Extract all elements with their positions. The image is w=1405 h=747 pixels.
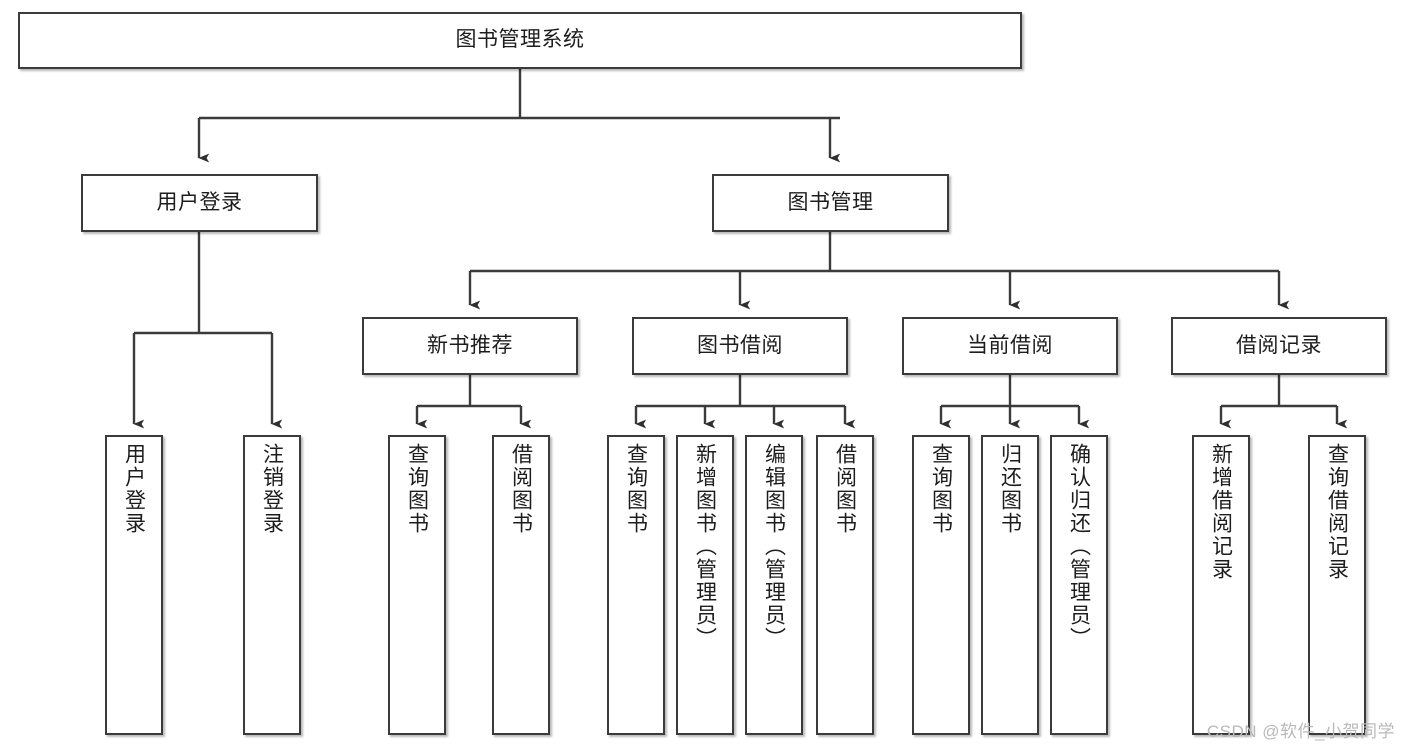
node-leaf-user-login[interactable]: 用户登录: [105, 435, 163, 735]
node-leaf-query-book-1[interactable]: 查询图书: [388, 435, 446, 735]
node-leaf-return-book[interactable]: 归还图书: [981, 435, 1039, 735]
node-label: 注销登录: [260, 443, 284, 535]
node-label: 借阅记录: [1236, 333, 1322, 357]
node-new-book-recommend[interactable]: 新书推荐: [362, 317, 578, 375]
node-leaf-query-book-2[interactable]: 查询图书: [607, 435, 665, 735]
node-leaf-add-book-admin[interactable]: 新增图书（管理员）: [676, 435, 734, 735]
node-leaf-borrow-book-2[interactable]: 借阅图书: [816, 435, 874, 735]
node-current-borrow[interactable]: 当前借阅: [902, 317, 1118, 375]
node-label: 当前借阅: [967, 333, 1053, 357]
node-label: 借阅图书: [509, 443, 533, 535]
node-label: 图书管理系统: [455, 28, 585, 52]
node-leaf-query-book-3[interactable]: 查询图书: [912, 435, 970, 735]
node-user-login[interactable]: 用户登录: [81, 174, 318, 232]
node-label: 查询图书: [624, 443, 648, 535]
node-label: 查询借阅记录: [1325, 443, 1349, 581]
node-leaf-add-borrow-record[interactable]: 新增借阅记录: [1192, 435, 1250, 735]
node-leaf-confirm-return-admin[interactable]: 确认归还（管理员）: [1050, 435, 1108, 735]
node-leaf-borrow-book-1[interactable]: 借阅图书: [492, 435, 550, 735]
node-label: 查询图书: [405, 443, 429, 535]
node-label: 图书管理: [787, 190, 874, 214]
node-leaf-query-borrow-record[interactable]: 查询借阅记录: [1308, 435, 1366, 735]
node-label: 用户登录: [122, 443, 146, 535]
node-leaf-edit-book-admin[interactable]: 编辑图书（管理员）: [745, 435, 803, 735]
node-label: 确认归还（管理员）: [1067, 443, 1091, 650]
node-label: 用户登录: [156, 190, 243, 214]
node-leaf-logout-login[interactable]: 注销登录: [243, 435, 301, 735]
node-label: 借阅图书: [833, 443, 857, 535]
node-label: 归还图书: [998, 443, 1022, 535]
node-label: 查询图书: [929, 443, 953, 535]
node-label: 编辑图书（管理员）: [762, 443, 786, 650]
node-book-borrow[interactable]: 图书借阅: [632, 317, 848, 375]
node-label: 图书借阅: [697, 333, 783, 357]
node-book-management[interactable]: 图书管理: [712, 174, 949, 232]
node-label: 新增借阅记录: [1209, 443, 1233, 581]
node-root-book-management-system[interactable]: 图书管理系统: [18, 12, 1022, 69]
csdn-watermark: CSDN @软件_小贺同学: [1206, 722, 1395, 741]
node-label: 新书推荐: [427, 333, 513, 357]
node-label: 新增图书（管理员）: [693, 443, 717, 650]
node-borrow-record[interactable]: 借阅记录: [1171, 317, 1387, 375]
